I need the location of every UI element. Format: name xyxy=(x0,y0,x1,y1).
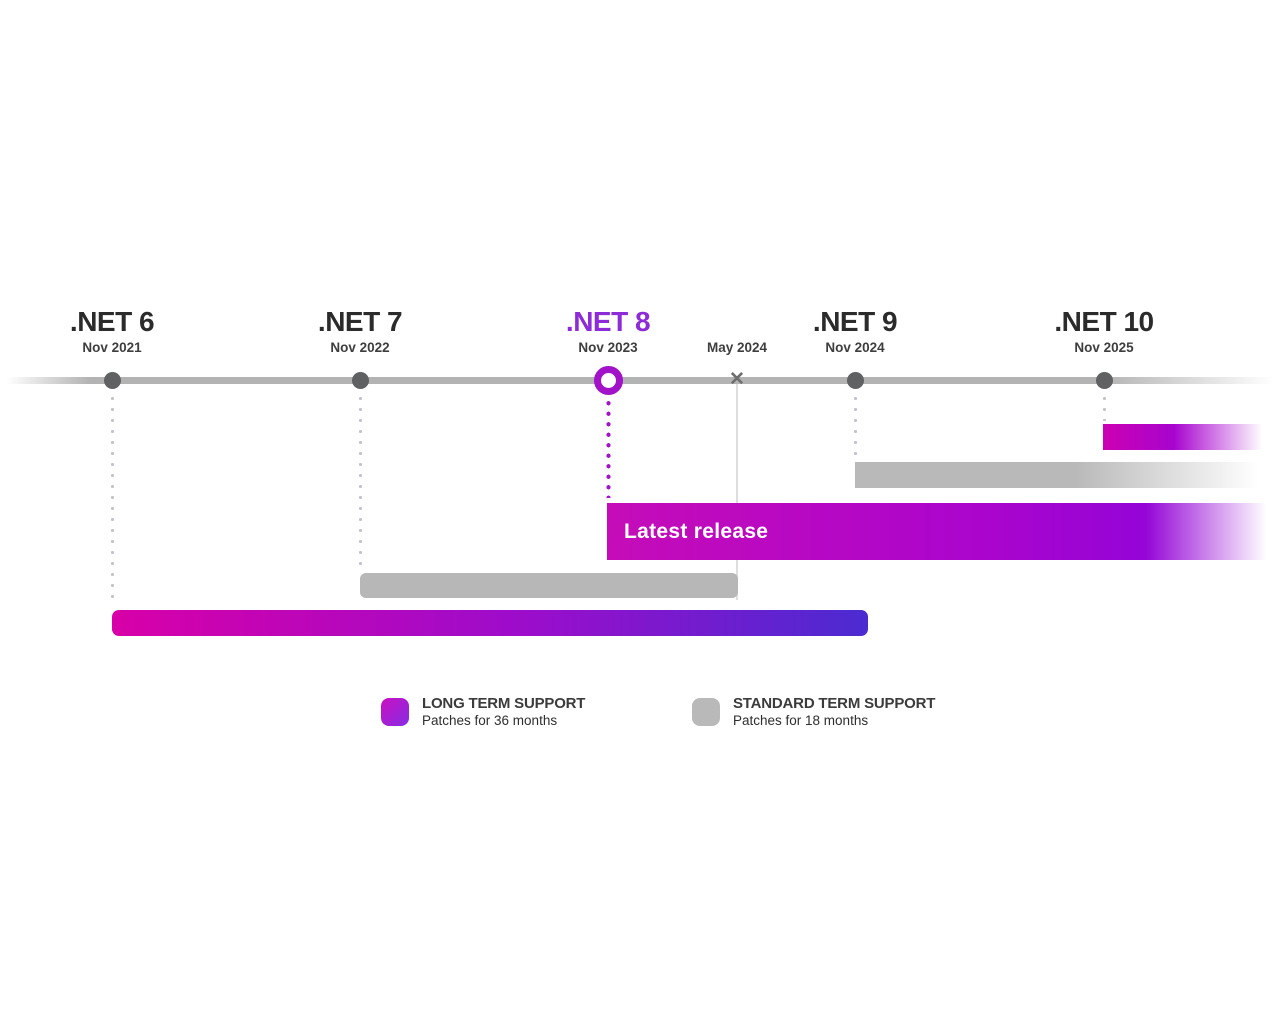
net7-date: Nov 2022 xyxy=(330,340,390,355)
net8-latest-release-bar: Latest release xyxy=(607,503,1280,560)
latest-release-label: Latest release xyxy=(624,519,769,543)
net6-date: Nov 2021 xyxy=(82,340,142,355)
net8-title: .NET 8 xyxy=(565,306,651,337)
net6-dropline xyxy=(110,393,114,606)
net7-sts-bar xyxy=(360,573,738,598)
legend-lts-title: LONG TERM SUPPORT xyxy=(422,695,586,712)
legend-sts-subtitle: Patches for 18 months xyxy=(733,713,869,728)
legend-lts: LONG TERM SUPPORT Patches for 36 months xyxy=(381,695,585,728)
net10-dot-marker xyxy=(1095,372,1113,389)
legend-lts-subtitle: Patches for 36 months xyxy=(422,713,558,728)
net9-date: Nov 2024 xyxy=(825,340,885,355)
net6-dot-marker xyxy=(103,372,121,389)
net8-dropline xyxy=(605,398,611,498)
net8-ring-marker xyxy=(593,366,623,395)
net10-lts-bar xyxy=(1103,424,1280,450)
net10-title: .NET 10 xyxy=(1054,306,1154,337)
net9-dot-marker xyxy=(846,372,864,389)
net6-lts-bar xyxy=(112,610,868,636)
net10-date: Nov 2025 xyxy=(1074,340,1134,355)
net8-date: Nov 2023 xyxy=(578,340,638,355)
timeline-track xyxy=(0,377,1280,384)
net7-title: .NET 7 xyxy=(317,306,403,337)
net9-sts-bar xyxy=(855,462,1280,488)
net9-dropline xyxy=(853,393,857,459)
lts-swatch-icon xyxy=(381,697,409,726)
may2024-dropline xyxy=(736,384,738,600)
legend-sts: STANDARD TERM SUPPORT Patches for 18 mon… xyxy=(692,695,935,728)
legend-sts-title: STANDARD TERM SUPPORT xyxy=(733,695,936,712)
net10-dropline xyxy=(1102,393,1106,421)
net7-dropline xyxy=(358,393,362,569)
net9-title: .NET 9 xyxy=(812,306,898,337)
sts-swatch-icon xyxy=(692,697,720,726)
net6-title: .NET 6 xyxy=(69,306,155,337)
may2024-x-icon: ✕ xyxy=(729,369,745,390)
net7-dot-marker xyxy=(351,372,369,389)
may2024-date: May 2024 xyxy=(706,340,768,355)
